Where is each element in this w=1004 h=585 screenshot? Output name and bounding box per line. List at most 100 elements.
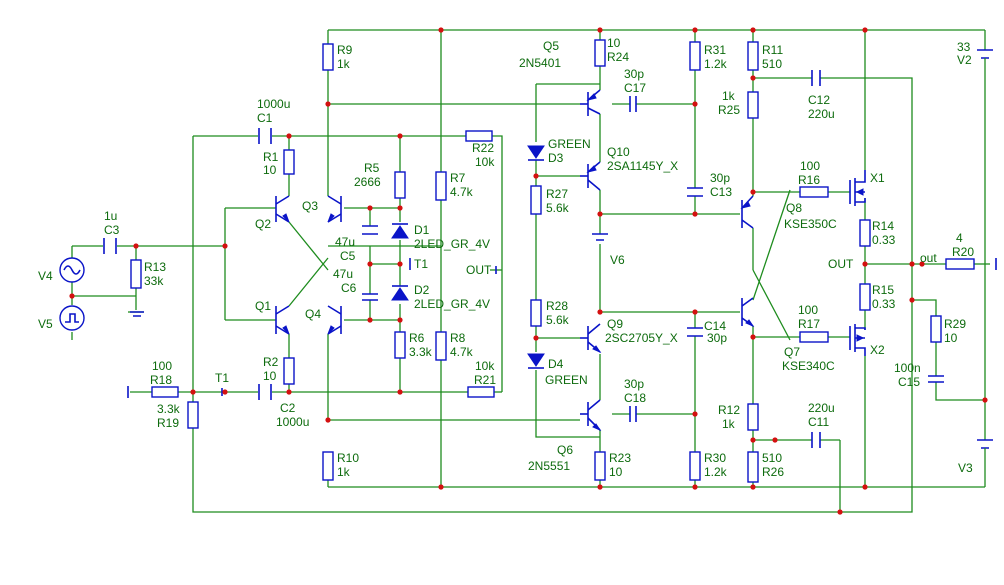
- resistor-r28: [530, 299, 542, 327]
- label-r23-value: 10: [609, 465, 623, 479]
- label-d1-type: 2LED_GR_4V: [414, 237, 490, 251]
- label-r14: R14: [872, 219, 894, 233]
- label-r7: R7: [450, 171, 466, 185]
- label-r15-value: 0.33: [872, 297, 896, 311]
- resistor-r25: [747, 91, 759, 119]
- label-d4-type: GREEN: [545, 373, 588, 387]
- resistor-r21: [467, 386, 495, 398]
- transistors: [275, 89, 866, 432]
- label-r23: R23: [609, 451, 631, 465]
- label-c3: C3: [104, 223, 120, 237]
- label-x2: X2: [870, 343, 885, 357]
- label-r5-value: 2666: [354, 175, 381, 189]
- label-r28: R28: [546, 299, 568, 313]
- capacitor-c14: [687, 327, 703, 337]
- resistor-r23: [594, 451, 606, 481]
- label-r18: R18: [150, 373, 172, 387]
- label-r24: R24: [607, 50, 629, 64]
- label-d1: D1: [414, 223, 430, 237]
- transistor-q9: [580, 323, 602, 354]
- label-r5: R5: [364, 161, 380, 175]
- label-d2: D2: [414, 283, 430, 297]
- label-c12: C12: [808, 93, 830, 107]
- resistor-r17: [799, 331, 829, 343]
- label-d4: D4: [548, 357, 564, 371]
- battery-v6: [592, 233, 608, 241]
- resistor-r1: [283, 149, 295, 175]
- label-t1-input: T1: [215, 371, 229, 385]
- capacitor-c1: [258, 128, 272, 144]
- resistor-r19: [187, 401, 199, 429]
- resistor-r20: [945, 258, 975, 270]
- resistor-r2: [283, 357, 295, 385]
- sources: [59, 49, 993, 468]
- label-c15-value: 100n: [894, 361, 921, 375]
- capacitors: [103, 70, 944, 448]
- resistor-r29: [930, 315, 942, 343]
- label-q4: Q4: [305, 307, 321, 321]
- resistor-r14: [859, 219, 871, 247]
- label-q9: Q9: [607, 317, 623, 331]
- label-q10: Q10: [607, 145, 630, 159]
- label-r20: R20: [952, 245, 974, 259]
- label-v5: V5: [38, 317, 53, 331]
- label-r2-value: 10: [263, 369, 277, 383]
- label-r21: R21: [474, 373, 496, 387]
- label-d3: D3: [548, 151, 564, 165]
- label-r18-value: 100: [152, 359, 172, 373]
- label-c5-value: 47u: [335, 235, 355, 249]
- label-r8: R8: [450, 331, 466, 345]
- label-r12: R12: [718, 403, 740, 417]
- transistor-q7: [741, 297, 755, 328]
- capacitor-c17: [629, 96, 637, 112]
- label-d3-type: GREEN: [548, 137, 591, 151]
- label-r17: R17: [798, 317, 820, 331]
- label-r11: R11: [762, 43, 783, 57]
- label-r29-value: 10: [944, 331, 958, 345]
- diode-d1: [391, 223, 409, 239]
- label-out-output: OUT: [828, 257, 854, 271]
- label-r27-value: 5.6k: [546, 201, 570, 215]
- label-c6-value: 47u: [333, 267, 353, 281]
- label-c15: C15: [898, 375, 920, 389]
- label-r11-value: 510: [762, 57, 782, 71]
- resistor-r7: [435, 171, 447, 201]
- resistor-r27: [530, 185, 542, 215]
- label-r22: R22: [472, 141, 494, 155]
- label-v6: V6: [610, 253, 625, 267]
- label-r15: R15: [872, 283, 894, 297]
- transistor-q6: [580, 399, 602, 432]
- resistor-r13: [130, 259, 142, 289]
- label-c18: C18: [624, 391, 646, 405]
- label-r31-value: 1.2k: [704, 57, 728, 71]
- battery-v2: [977, 49, 993, 80]
- label-r14-value: 0.33: [872, 233, 896, 247]
- label-c17-value: 30p: [624, 67, 644, 81]
- label-q9-type: 2SC2705Y_X: [605, 331, 678, 345]
- resistor-r24: [594, 39, 606, 67]
- label-r30-value: 1.2k: [704, 465, 728, 479]
- resistor-r22: [465, 130, 493, 142]
- capacitor-c11: [811, 432, 821, 448]
- resistors: [130, 39, 975, 483]
- component-labels: Q5 2N5401 10 R24 R31 1.2k R11 510 33 V2 …: [38, 36, 974, 479]
- wires: [71, 29, 990, 513]
- capacitor-c13: [687, 187, 703, 197]
- label-q8-type: KSE350C: [784, 217, 837, 231]
- label-v4: V4: [38, 269, 53, 283]
- label-r9: R9: [337, 43, 353, 57]
- label-r22-value: 10k: [475, 155, 495, 169]
- label-r16-value: 100: [800, 159, 820, 173]
- battery-v3: [977, 439, 993, 468]
- resistor-r5: [394, 171, 406, 199]
- label-r31: R31: [704, 43, 726, 57]
- label-q3: Q3: [302, 199, 318, 213]
- transistor-q2: [275, 195, 290, 223]
- label-c2-value: 1000u: [276, 415, 309, 429]
- label-r25-value: 1k: [722, 89, 736, 103]
- label-r2: R2: [263, 355, 279, 369]
- label-out-lower: out: [920, 251, 937, 265]
- label-r26: R26: [762, 465, 784, 479]
- label-c12-value: 220u: [808, 107, 835, 121]
